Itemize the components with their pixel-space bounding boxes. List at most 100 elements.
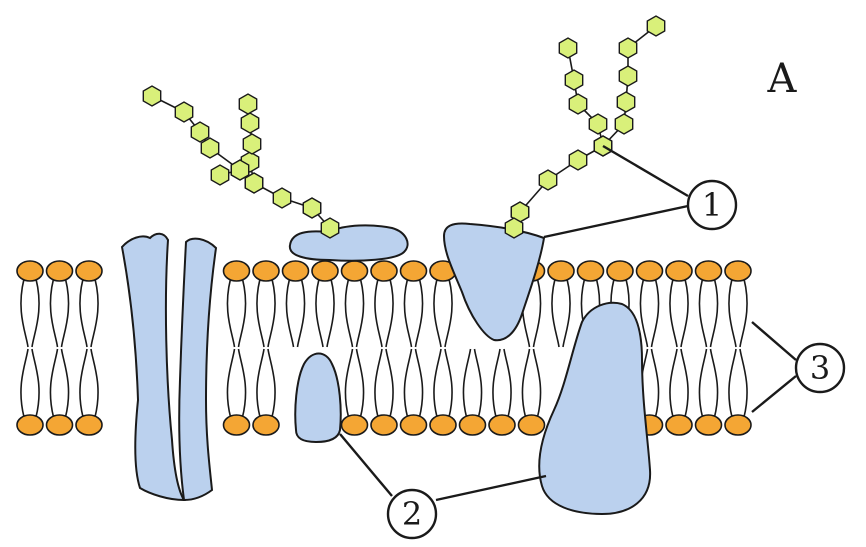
phospholipid-head (45, 260, 74, 282)
lipid-tail (680, 278, 689, 348)
lipid-tail (31, 348, 40, 418)
phospholipid-head (458, 414, 487, 436)
lipid-tail (444, 348, 453, 418)
lipid-tail (267, 278, 276, 348)
peripheral-protein-outer (288, 224, 409, 262)
lipid-tail (433, 278, 442, 348)
callout-2-text: 2 (402, 495, 422, 533)
lipid-tail (79, 348, 88, 418)
phospholipid-head (340, 414, 369, 436)
lipid-tail (374, 278, 383, 348)
sugar-hexagon (174, 101, 194, 123)
integral-protein-large (538, 301, 652, 516)
callout-1: 1 (686, 179, 738, 231)
phospholipid-head (665, 260, 693, 282)
lipid-tail (551, 278, 560, 348)
lipid-tail (728, 278, 737, 348)
lipid-tail (698, 348, 708, 418)
sugar-hexagon (210, 164, 230, 186)
leader-lines (339, 144, 797, 502)
sugar-hexagon (240, 112, 260, 134)
lipid-tail (473, 348, 483, 418)
sugar-hexagon (238, 93, 258, 115)
lipid-tail (414, 348, 424, 418)
phospholipid-head (16, 260, 44, 282)
sugar-hexagon (646, 15, 666, 37)
lipid-tail (403, 278, 413, 348)
lipid-tail (433, 348, 442, 418)
lipid-tail (315, 278, 324, 348)
lipid-tail (226, 348, 236, 418)
lipid-tail (739, 348, 748, 418)
phospholipid-head (45, 414, 74, 436)
callout-1-text: 1 (702, 186, 722, 224)
sugar-hexagon (538, 169, 558, 191)
callout-3-circle (794, 342, 846, 394)
lipid-tail (90, 278, 99, 348)
lipid-tail (49, 348, 59, 418)
lipid-tail (562, 278, 571, 348)
lipid-tail (521, 348, 531, 418)
lipid-tail (669, 348, 678, 418)
lipid-tail (709, 348, 719, 418)
sugar-hexagon (200, 137, 220, 159)
lipid-tail (444, 278, 453, 348)
lipid-tail (709, 278, 719, 348)
lipid-tail (60, 278, 70, 348)
lipid-tail (49, 278, 59, 348)
channel-protein-left-half (120, 232, 186, 502)
sugar-hexagon (142, 85, 162, 107)
lipid-tail (267, 348, 276, 418)
channel-protein (120, 232, 218, 502)
sugar-chain-bonds (151, 25, 657, 229)
sugar-hexagon (614, 113, 634, 135)
phospholipid-head (370, 414, 398, 436)
callout-3: 3 (794, 342, 846, 394)
phospholipid-head (635, 260, 664, 282)
sugar-hexagon (616, 91, 636, 113)
lipid-tail (414, 278, 424, 348)
leader-line-3a (751, 321, 797, 361)
phospholipid-head (399, 414, 428, 436)
phospholipid-head (75, 260, 103, 282)
lipid-tail (650, 348, 660, 418)
lipid-tail (237, 278, 247, 348)
sugar-hexagon (564, 69, 584, 91)
phospholipid-head (311, 260, 339, 282)
lipid-tails (20, 278, 748, 418)
lipid-tail (462, 348, 472, 418)
phospholipid-head (340, 260, 369, 282)
sugar-hexagon (242, 133, 262, 155)
sugar-hexagon (320, 217, 340, 239)
lipid-tail (698, 278, 708, 348)
lipid-tail (344, 348, 354, 418)
callout-3-text: 3 (810, 349, 830, 387)
sugar-hexagon (618, 65, 638, 87)
lipid-tail (503, 348, 512, 418)
sugar-hexagon (272, 187, 292, 209)
lipid-tail (650, 278, 660, 348)
leader-line-3b (751, 375, 797, 413)
sugar-hexagon (230, 159, 250, 181)
sugar-chains (142, 15, 666, 239)
lipid-tail (256, 278, 265, 348)
lipid-tail (728, 348, 737, 418)
peripheral-protein-inner (294, 352, 342, 444)
phospholipid-head (694, 414, 723, 436)
sugar-hexagon (244, 172, 264, 194)
phospholipid-head (75, 414, 103, 436)
lipid-tail (669, 278, 678, 348)
sugar-hexagon (504, 217, 524, 239)
lipid-tail (226, 278, 236, 348)
lipid-tail (355, 348, 365, 418)
phospholipid-head (222, 414, 251, 436)
phospholipid-head (517, 414, 546, 436)
lipid-tail (403, 348, 413, 418)
sugar-hexagon (618, 37, 638, 59)
phospholipid-head (694, 260, 723, 282)
phospholipid-head (724, 260, 752, 282)
phospholipid-head (222, 260, 251, 282)
lipid-tail (60, 348, 70, 418)
leader-line-2b (435, 474, 547, 502)
